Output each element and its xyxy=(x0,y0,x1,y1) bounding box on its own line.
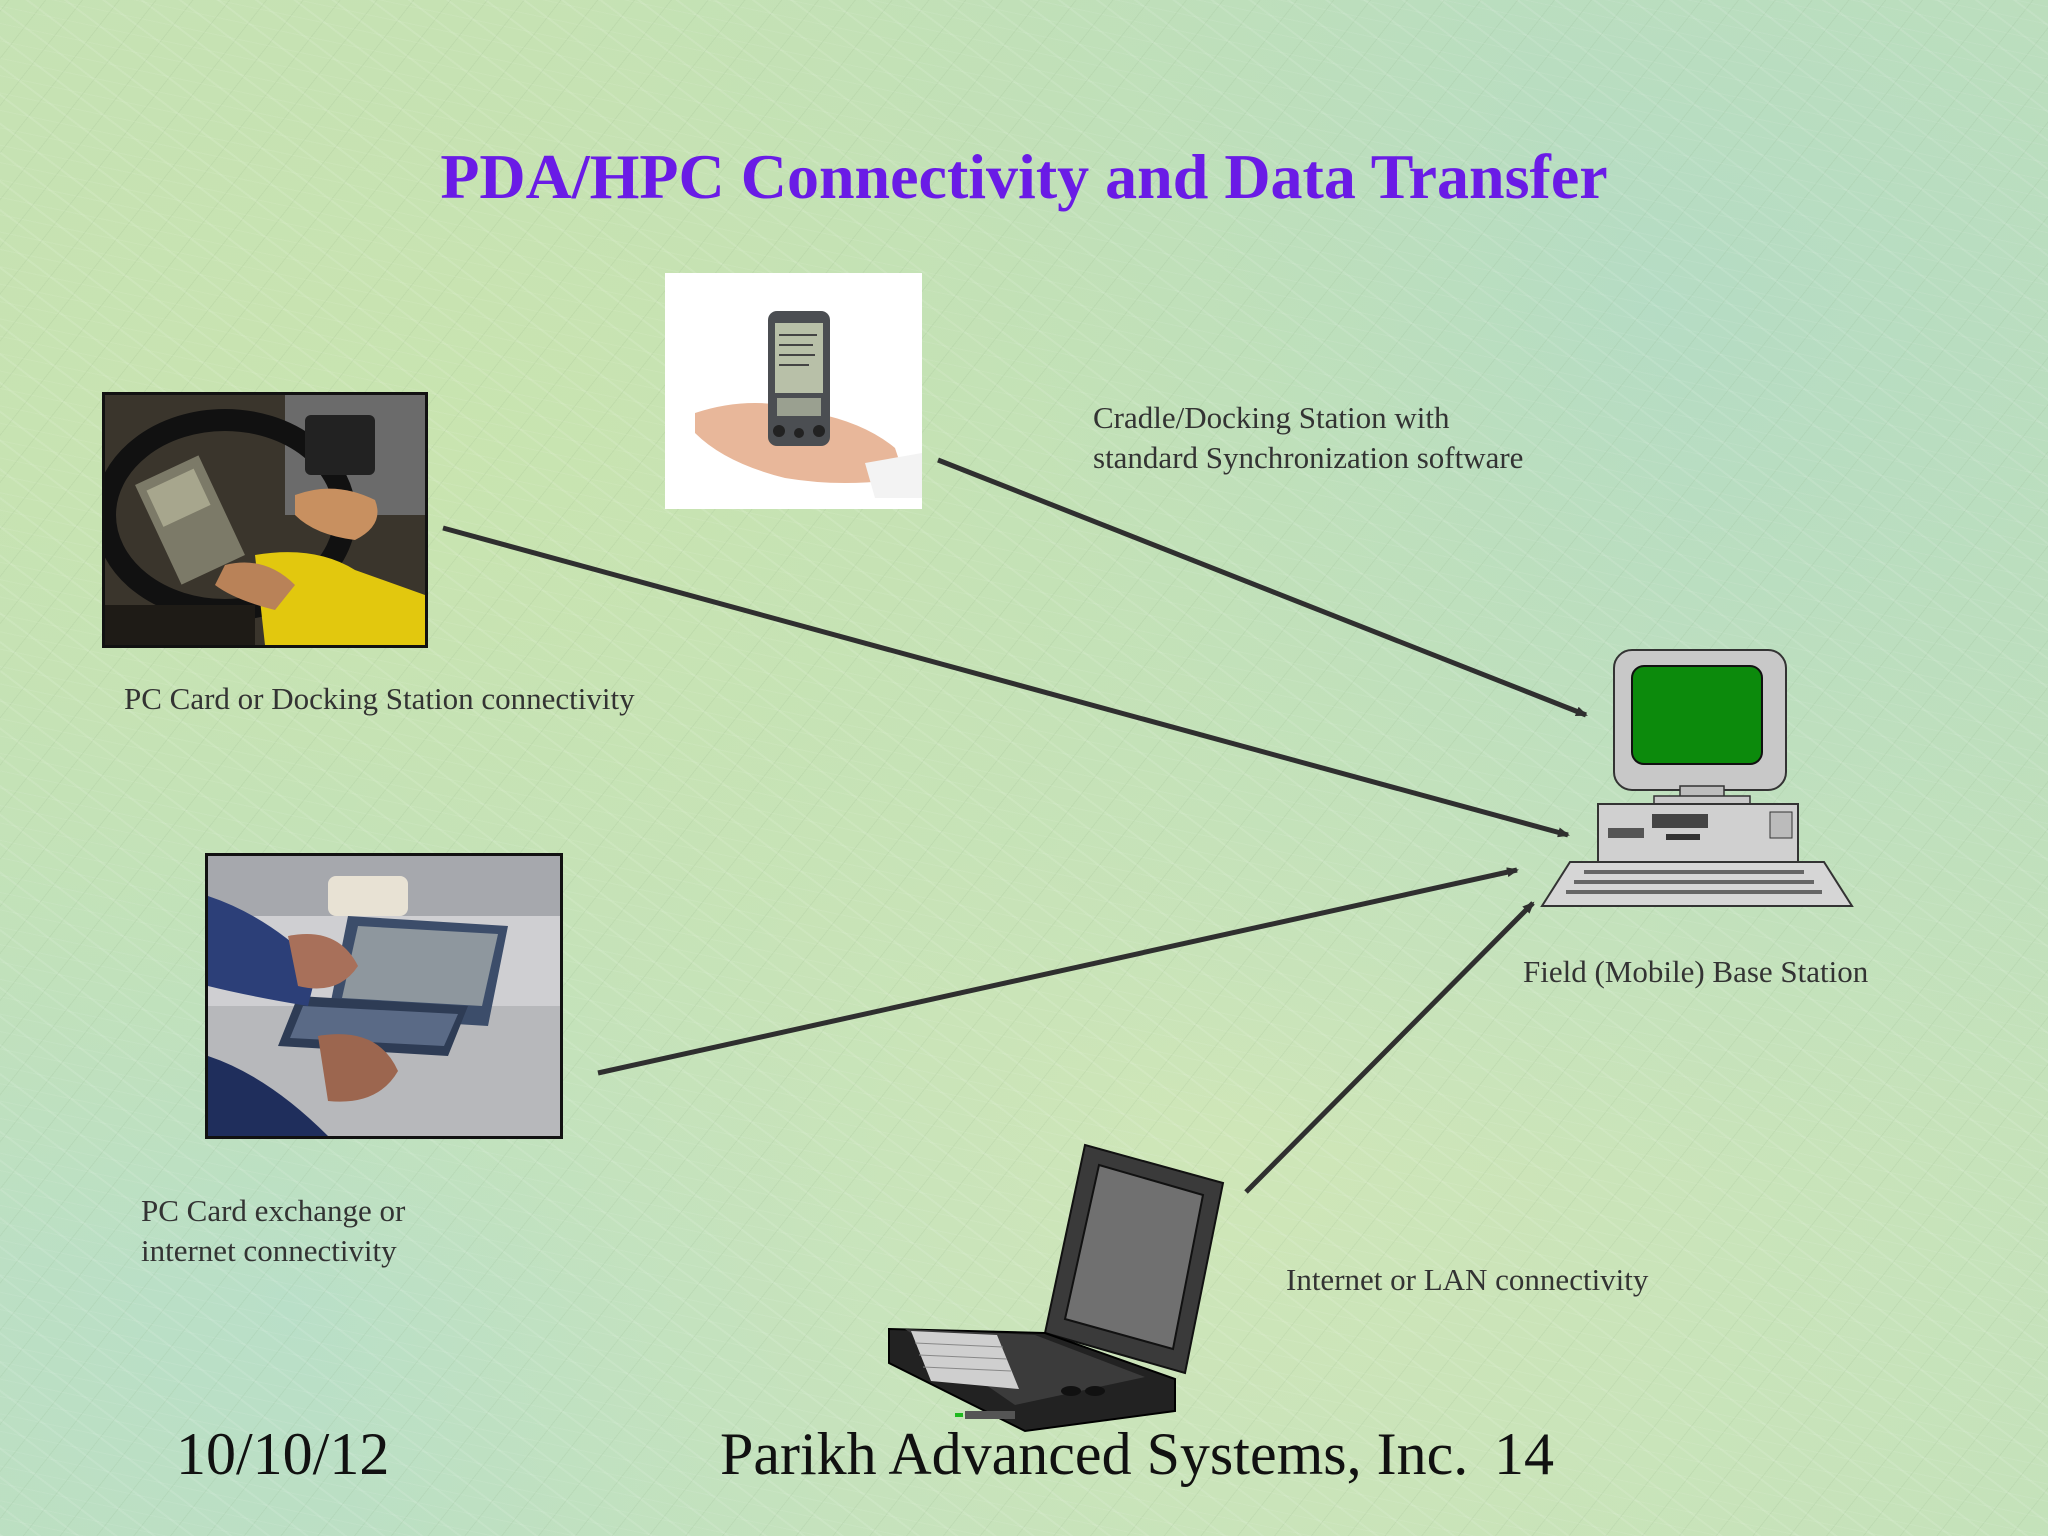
laptop-icon xyxy=(885,1143,1225,1433)
label-cradle-line-2: standard Synchronization software xyxy=(1093,440,1524,475)
label-cradle-line-1: Cradle/Docking Station with xyxy=(1093,400,1450,435)
desktop-computer-icon xyxy=(1534,648,1859,910)
label-pc-card-exchange: PC Card exchange or internet connectivit… xyxy=(141,1191,405,1271)
footer-page-number: 14 xyxy=(1494,1421,1554,1487)
label-base-station: Field (Mobile) Base Station xyxy=(1523,954,1869,989)
label-cradle-docking: Cradle/Docking Station with standard Syn… xyxy=(1093,398,1523,478)
pda-in-car-photo xyxy=(102,392,428,648)
label-pc-card-docking: PC Card or Docking Station connectivity xyxy=(124,681,635,716)
label-pc-card-exchange-line-1: PC Card exchange or xyxy=(141,1193,406,1228)
footer-company: Parikh Advanced Systems, Inc. xyxy=(720,1421,1469,1487)
hpc-typing-photo xyxy=(205,853,563,1139)
arrow-laptop-to-base xyxy=(1244,901,1535,1194)
label-pc-card-exchange-line-2: internet connectivity xyxy=(141,1233,397,1268)
label-internet-lan: Internet or LAN connectivity xyxy=(1286,1262,1649,1297)
footer-date: 10/10/12 xyxy=(176,1421,390,1487)
slide-title: PDA/HPC Connectivity and Data Transfer xyxy=(440,141,1608,212)
arrow-hpc-to-base xyxy=(597,867,1519,1076)
arrow-cradle-to-base xyxy=(937,457,1588,718)
pda-in-hand-photo xyxy=(665,273,922,509)
arrow-car-pda-to-base xyxy=(442,525,1570,838)
